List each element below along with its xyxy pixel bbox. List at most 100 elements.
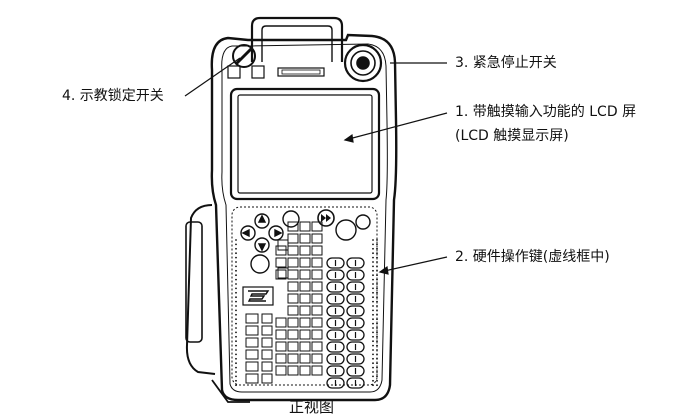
- oval-key: [346, 257, 365, 269]
- oval-key: [326, 365, 345, 377]
- square-key: [275, 269, 287, 280]
- grip-dot: [376, 274, 378, 277]
- label-lcd-touch: 1. 带触摸输入功能的 LCD 屏: [455, 104, 637, 120]
- grip-dot: [376, 331, 378, 334]
- pendant-body-inner: [221, 43, 388, 393]
- square-key: [311, 281, 323, 292]
- square-key: [261, 349, 273, 360]
- square-key: [299, 281, 311, 292]
- grip-dot: [372, 327, 374, 329]
- grip-dot: [372, 309, 374, 312]
- leader-arrow-2: [378, 265, 389, 275]
- square-key: [299, 293, 311, 304]
- grip-dot: [235, 384, 237, 387]
- grip-dot: [376, 349, 378, 351]
- status-bar: [277, 67, 325, 77]
- square-key: [245, 325, 259, 336]
- grip-dot: [235, 327, 237, 329]
- square-key: [299, 245, 311, 256]
- leader-line-1: [344, 112, 448, 141]
- grip-dot: [372, 375, 374, 378]
- grip-dot: [376, 309, 378, 312]
- grip-dot: [235, 375, 237, 378]
- square-key: [311, 269, 323, 280]
- oval-key: [326, 377, 345, 389]
- square-key: [261, 325, 273, 336]
- square-key: [287, 281, 299, 292]
- grip-dot: [235, 335, 237, 338]
- square-key: [311, 233, 323, 244]
- square-key: [287, 233, 299, 244]
- oval-key: [326, 341, 345, 353]
- oval-key: [326, 305, 345, 317]
- key-grid: [245, 221, 323, 384]
- oval-key: [346, 293, 365, 305]
- label-hard-keys: 2. 硬件操作键(虚线框中): [455, 249, 610, 265]
- oval-key: [346, 365, 365, 377]
- grip-dot: [376, 256, 378, 259]
- square-key: [287, 317, 299, 328]
- grip-dot: [372, 305, 374, 307]
- oval-key: [346, 341, 365, 353]
- square-key: [275, 257, 287, 268]
- square-key: [311, 257, 323, 268]
- square-key: [261, 373, 273, 384]
- grip-dot: [235, 379, 237, 382]
- grip-dot: [372, 278, 374, 281]
- grip-dot: [372, 371, 374, 373]
- grip-dot: [372, 353, 374, 356]
- square-key: [287, 341, 299, 352]
- oval-key: [346, 317, 365, 329]
- square-key: [287, 269, 299, 280]
- grip-dot: [235, 357, 237, 360]
- square-key: [287, 293, 299, 304]
- square-key: [311, 245, 323, 256]
- grip-dot: [372, 340, 374, 343]
- grip-dot: [376, 340, 378, 343]
- grip-dot: [376, 265, 378, 268]
- grip-dot: [235, 300, 237, 303]
- leader-lines: [184, 57, 448, 275]
- grip-dot: [372, 261, 374, 263]
- square-key: [261, 337, 273, 348]
- grip-dot: [376, 344, 378, 347]
- square-key: [287, 257, 299, 268]
- oval-key: [326, 293, 345, 305]
- grip-dot: [372, 331, 374, 334]
- logo-icon: [242, 286, 274, 306]
- grip-dot: [235, 309, 237, 312]
- grip-dot: [235, 362, 237, 365]
- square-key: [245, 373, 259, 384]
- leader-line-2: [379, 256, 448, 273]
- grip-dot: [376, 371, 378, 373]
- grip-dot: [376, 366, 378, 369]
- grip-dot: [376, 269, 378, 272]
- lcd-screen: [237, 94, 373, 194]
- grip-dot: [235, 296, 237, 299]
- square-key: [261, 313, 273, 324]
- grip-dot: [376, 335, 378, 338]
- emergency-stop-icon: [343, 43, 383, 83]
- oval-key: [326, 317, 345, 329]
- grip-dot: [372, 252, 374, 255]
- grip-dot: [376, 327, 378, 329]
- round-key: [282, 210, 300, 228]
- grip-dot: [235, 283, 237, 285]
- grip-dot: [376, 291, 378, 294]
- oval-key: [326, 257, 345, 269]
- grip-dot: [376, 357, 378, 360]
- grip-dot: [372, 269, 374, 272]
- grip-dot: [372, 362, 374, 365]
- grip-dot: [372, 256, 374, 259]
- grip-dot: [372, 265, 374, 268]
- label-lcd-touch-sub: (LCD 触摸显示屏): [455, 128, 569, 144]
- square-key: [287, 329, 299, 340]
- square-key: [299, 221, 311, 232]
- grip-dot: [372, 239, 374, 241]
- grip-dot: [235, 247, 237, 250]
- grip-dot: [376, 375, 378, 378]
- grip-dot: [376, 305, 378, 307]
- grip-dot: [372, 366, 374, 369]
